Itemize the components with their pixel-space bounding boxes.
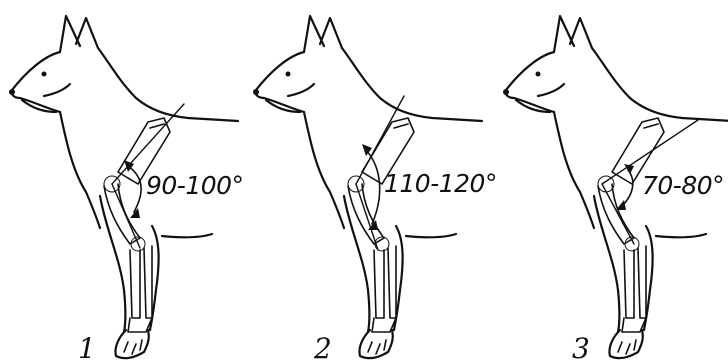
arrow-head-2a (362, 144, 372, 156)
figure-number-3: 3 (572, 332, 590, 364)
dog-outline-1 (11, 16, 238, 237)
panel-3: 70-80° 3 (503, 16, 728, 364)
dog-eye-3 (536, 72, 541, 77)
dog-nose-2 (253, 89, 259, 95)
dog-nose-1 (9, 89, 15, 95)
dog-nose-3 (503, 89, 509, 95)
dog-leg-2 (344, 118, 414, 358)
angle-arc-1 (128, 166, 141, 212)
panel-2: 110-120° 2 (253, 16, 497, 364)
dog-eye-2 (286, 72, 291, 77)
angle-label-1: 90-100° (146, 171, 244, 200)
angle-label-2: 110-120° (384, 169, 497, 198)
angle-label-3: 70-80° (642, 171, 724, 200)
figure-number-1: 1 (78, 332, 96, 364)
dog-outline-2 (255, 16, 482, 237)
dog-eye-1 (42, 72, 47, 77)
dog-leg-3 (594, 118, 664, 358)
panel-1: 90-100° 1 (9, 16, 244, 364)
arrow-head-3b (616, 200, 626, 210)
figure-number-2: 2 (313, 332, 332, 364)
